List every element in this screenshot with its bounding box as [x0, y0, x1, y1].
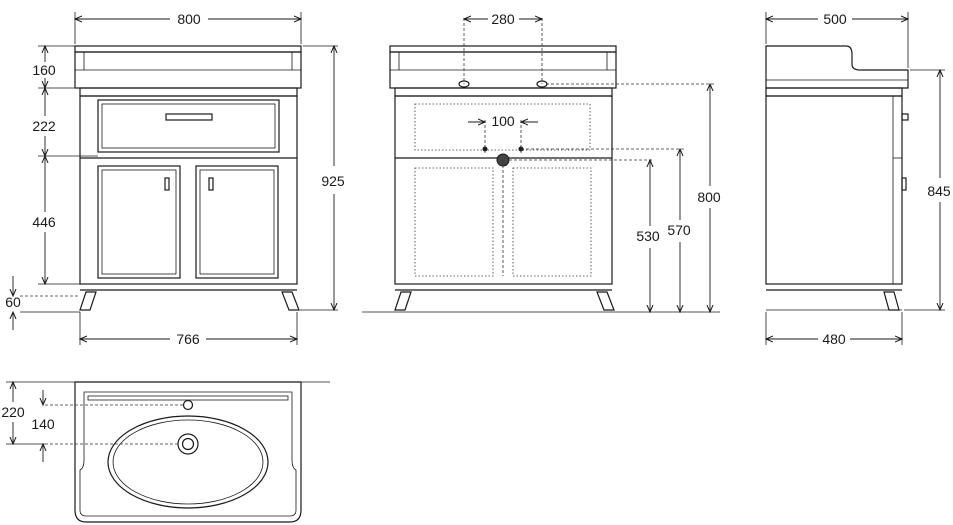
side-door-knob	[901, 177, 907, 191]
dim-height-800: 800	[697, 189, 721, 205]
dim-basin-220: 220	[1, 404, 25, 420]
side-cabinet-body	[765, 95, 903, 285]
dim-width-total: 800	[177, 11, 201, 27]
dim-leg-section: 60	[5, 294, 21, 310]
dim-height-570: 570	[667, 222, 691, 238]
front-right-leg	[281, 291, 300, 311]
dim-tap-spacing: 280	[491, 11, 515, 27]
basin-tap-hole-icon	[182, 399, 194, 411]
dim-top-section: 160	[32, 62, 56, 78]
side-view	[765, 45, 909, 311]
left-door-knob	[164, 177, 170, 191]
dim-door-section: 446	[32, 214, 56, 230]
dim-height-total: 925	[321, 173, 345, 189]
left-supply-point	[482, 146, 488, 152]
side-drawer-handle	[901, 113, 909, 121]
basin-top-view	[6, 381, 330, 523]
drawer-handle	[165, 113, 213, 121]
right-door-knob	[208, 177, 214, 191]
basin-drain-outer-icon	[177, 433, 199, 455]
front-view	[20, 45, 302, 313]
dim-base-width: 766	[176, 331, 200, 347]
basin-drain-inner-icon	[181, 437, 195, 451]
front-top-rim	[74, 45, 302, 53]
dim-drain-spacing: 100	[491, 113, 515, 129]
front-left-leg	[79, 291, 97, 311]
dim-side-height: 845	[927, 183, 951, 199]
plumbing-cabinet-body	[394, 95, 613, 285]
plumbing-dimensions: 280 100 800 570 530	[464, 11, 721, 312]
basin-dimensions: 220 140	[1, 382, 55, 462]
dim-side-depth-top: 500	[823, 11, 847, 27]
dim-height-530: 530	[636, 228, 660, 244]
front-dimensions: 800 925 160 222 446 60 766	[5, 11, 345, 347]
side-dimensions: 500 845 480	[766, 11, 951, 347]
front-left-door	[97, 165, 181, 279]
front-cabinet-body	[79, 95, 298, 285]
front-right-door	[195, 165, 279, 279]
plumbing-view	[362, 18, 720, 313]
basin-bowl	[107, 415, 269, 509]
dim-side-depth-base: 480	[822, 331, 846, 347]
front-drawer	[97, 99, 280, 153]
dim-basin-140: 140	[31, 416, 55, 432]
side-basin-profile	[765, 45, 909, 89]
dim-drawer-section: 222	[32, 118, 56, 134]
basin-outline	[74, 381, 302, 523]
